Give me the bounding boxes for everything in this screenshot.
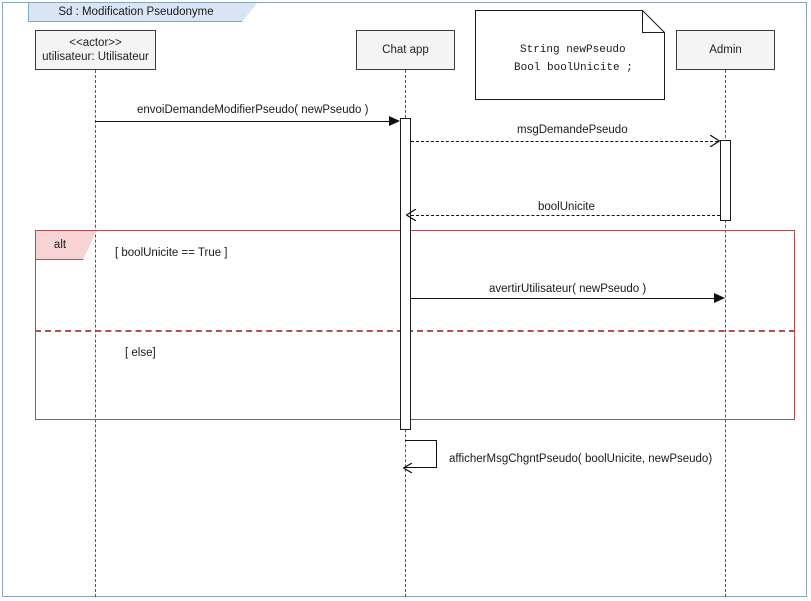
alt-fragment-divider	[35, 330, 795, 332]
self-message-loop-afficher-msg-chgnt-pseudo	[405, 440, 437, 468]
alt-guard-2: [ else]	[125, 347, 156, 359]
message-label-msg-demande-pseudo: msgDemandePseudo	[517, 124, 628, 136]
lifeline-head-utilisateur[interactable]: <<actor>> utilisateur: Utilisateur	[35, 30, 156, 70]
message-line-envoi-demande-modifier-pseudo	[95, 121, 389, 122]
message-line-avertir-utilisateur	[411, 298, 714, 299]
message-line-bool-unicite	[411, 215, 720, 216]
note-text-line2: Bool boolUnicite ;	[514, 62, 633, 74]
message-label-afficher-msg-chgnt-pseudo: afficherMsgChgntPseudo( boolUnicite, new…	[449, 453, 713, 465]
message-label-envoi-demande-modifier-pseudo: envoiDemandeModifierPseudo( newPseudo )	[137, 104, 369, 116]
message-arrowhead-bool-unicite	[406, 209, 416, 221]
lifeline-utilisateur	[95, 70, 96, 597]
diagram-title-text: Sd : Modification Pseudonyme	[58, 6, 214, 18]
utilisateur-name: utilisateur: Utilisateur	[42, 51, 149, 63]
chatapp-name: Chat app	[382, 43, 429, 56]
message-label-avertir-utilisateur: avertirUtilisateur( newPseudo )	[489, 283, 647, 295]
alt-fragment-box	[35, 230, 795, 420]
activation-bar-admin	[720, 140, 731, 221]
activation-bar-chatapp	[400, 118, 411, 430]
lifeline-head-admin[interactable]: Admin	[676, 30, 775, 70]
message-arrowhead-avertir-utilisateur	[714, 293, 725, 303]
note-svg	[475, 10, 665, 100]
utilisateur-stereotype: <<actor>>	[69, 36, 122, 49]
admin-name: Admin	[709, 43, 742, 56]
message-label-bool-unicite: boolUnicite	[538, 201, 595, 213]
message-line-msg-demande-pseudo	[411, 141, 718, 142]
lifeline-head-chatapp[interactable]: Chat app	[356, 30, 455, 70]
message-arrowhead-msg-demande-pseudo	[710, 135, 720, 147]
diagram-title-tab: Sd : Modification Pseudonyme	[28, 2, 258, 22]
message-arrowhead-envoi-demande-modifier-pseudo	[389, 116, 400, 126]
alt-operator-text: alt	[53, 239, 67, 251]
self-message-arrowhead-afficher-msg-chgnt-pseudo	[403, 463, 412, 473]
note-shape	[475, 10, 665, 100]
lifeline-admin	[725, 70, 726, 597]
note-text-line1: String newPseudo	[520, 44, 626, 56]
alt-guard-1: [ boolUnicite == True ]	[115, 247, 228, 259]
